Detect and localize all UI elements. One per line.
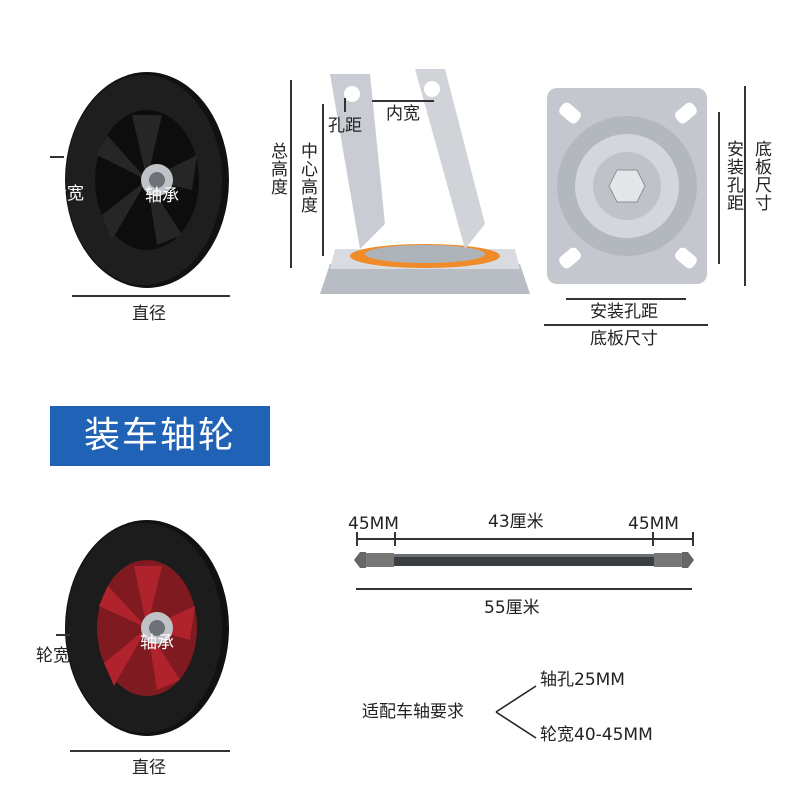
center-height-label: 中心高度 bbox=[297, 142, 317, 214]
axle-tick-right bbox=[692, 532, 694, 546]
plate-size-label: 底板尺寸 bbox=[590, 329, 658, 349]
bearing-label: 轴承 bbox=[145, 186, 179, 206]
inner-width-label: 内宽 bbox=[386, 104, 420, 124]
red-wheel-diameter-line bbox=[70, 750, 230, 752]
hole-pitch-mark bbox=[344, 98, 346, 112]
diameter-label: 直径 bbox=[132, 304, 166, 324]
wheel-width-label: 轮宽 bbox=[50, 184, 84, 204]
mount-pitch-line bbox=[566, 298, 686, 300]
black-wheel-image bbox=[65, 72, 229, 288]
axle-tick-left bbox=[356, 532, 358, 546]
requirement-item-wheel-width: 轮宽40-45MM bbox=[540, 725, 653, 745]
mount-pitch-label: 安装孔距 bbox=[590, 302, 658, 322]
axle-tick-mid-left bbox=[394, 532, 396, 546]
red-hub-wheel-image bbox=[65, 520, 229, 736]
total-height-label: 总高度 bbox=[267, 142, 287, 196]
requirements-branch-lines bbox=[495, 685, 537, 739]
fixed-bracket-image bbox=[320, 69, 530, 294]
mount-pitch-v-line bbox=[718, 112, 720, 264]
requirements-title: 适配车轴要求 bbox=[362, 702, 464, 722]
red-wheel-bearing-label: 轴承 bbox=[140, 633, 174, 653]
section-banner: 装车轴轮 bbox=[50, 406, 270, 466]
mount-pitch-v-label: 安装孔距 bbox=[723, 140, 743, 212]
axle-total-label: 55厘米 bbox=[484, 598, 540, 618]
axle-right-end-label: 45MM bbox=[628, 514, 679, 534]
diameter-line bbox=[72, 295, 230, 297]
plate-size-v-label: 底板尺寸 bbox=[751, 140, 771, 212]
center-height-line bbox=[322, 104, 324, 256]
axle-top-dim-line bbox=[356, 538, 694, 540]
plate-size-v-line bbox=[744, 86, 746, 286]
axle-left-end-label: 45MM bbox=[348, 514, 399, 534]
red-wheel-width-mark bbox=[56, 634, 70, 636]
wheel-width-mark bbox=[50, 156, 64, 158]
plate-size-line bbox=[544, 324, 708, 326]
total-height-line bbox=[290, 80, 292, 268]
axle-middle-label: 43厘米 bbox=[488, 512, 544, 532]
red-wheel-width-label: 轮宽 bbox=[36, 646, 70, 666]
axle-total-dim-line bbox=[356, 588, 692, 590]
hole-pitch-label: 孔距 bbox=[328, 116, 362, 136]
red-wheel-diameter-label: 直径 bbox=[132, 758, 166, 778]
mounting-plate-image bbox=[547, 88, 707, 284]
axle-tick-mid-right bbox=[652, 532, 654, 546]
requirement-item-axle-hole: 轴孔25MM bbox=[540, 670, 625, 690]
axle-rod-image bbox=[354, 552, 694, 568]
inner-width-line bbox=[372, 100, 434, 102]
